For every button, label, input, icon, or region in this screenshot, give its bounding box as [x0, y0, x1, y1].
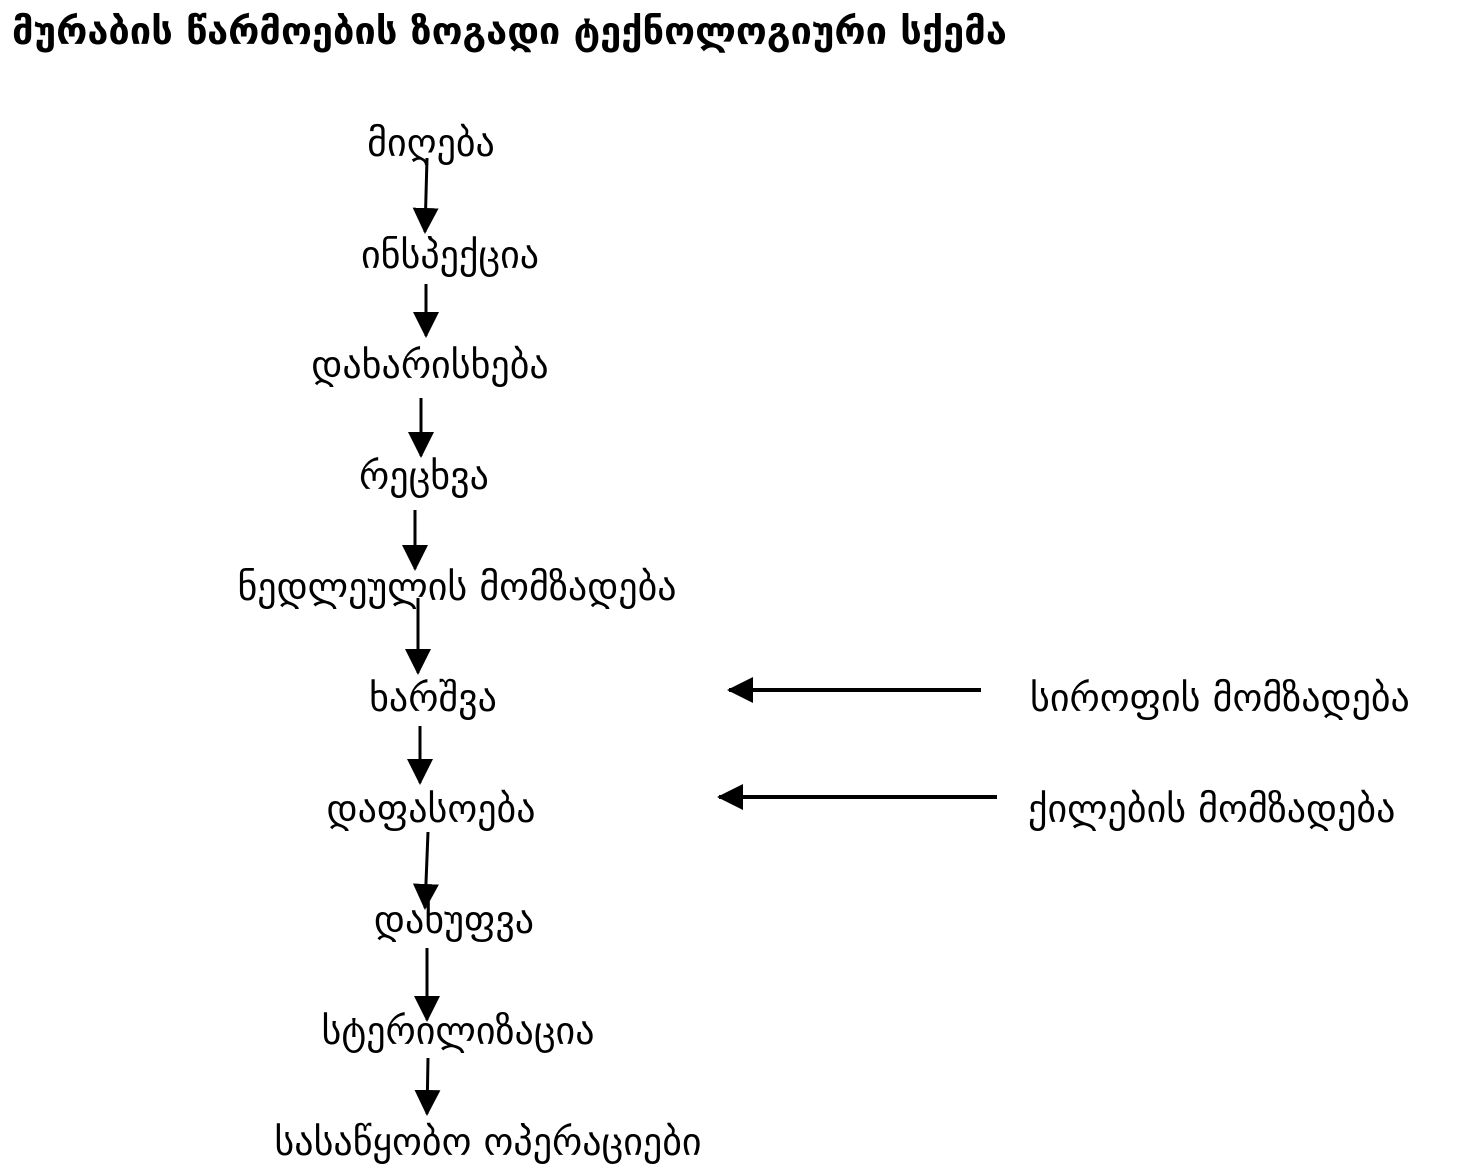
input-syrup-preparation: სიროფის მომზადება: [1030, 676, 1410, 720]
step-sorting: დახარისხება: [311, 343, 549, 387]
diagram-title: მურაბის წარმოების ზოგადი ტექნოლოგიური სქ…: [12, 9, 1007, 53]
step-raw-material-preparation: ნედლეულის მომზადება: [237, 565, 677, 609]
step-washing: რეცხვა: [359, 454, 489, 498]
input-jar-preparation: ქილების მომზადება: [1028, 787, 1396, 831]
step-warehouse-operations: სასაწყობო ოპერაციები: [274, 1120, 702, 1164]
arrow-packaging-to-sealing: [412, 831, 439, 910]
arrow-sterilization-to-warehouse: [414, 1057, 441, 1116]
step-packaging: დაფასოება: [326, 787, 536, 831]
step-boiling: ხარშვა: [369, 676, 497, 720]
arrow-receiving-to-inspection: [412, 157, 439, 234]
step-sterilization: სტერილიზაცია: [321, 1009, 595, 1053]
step-sealing: დახუფვა: [373, 898, 535, 942]
step-inspection: ინსპექცია: [360, 233, 540, 277]
step-receiving: მიღება: [367, 121, 495, 165]
